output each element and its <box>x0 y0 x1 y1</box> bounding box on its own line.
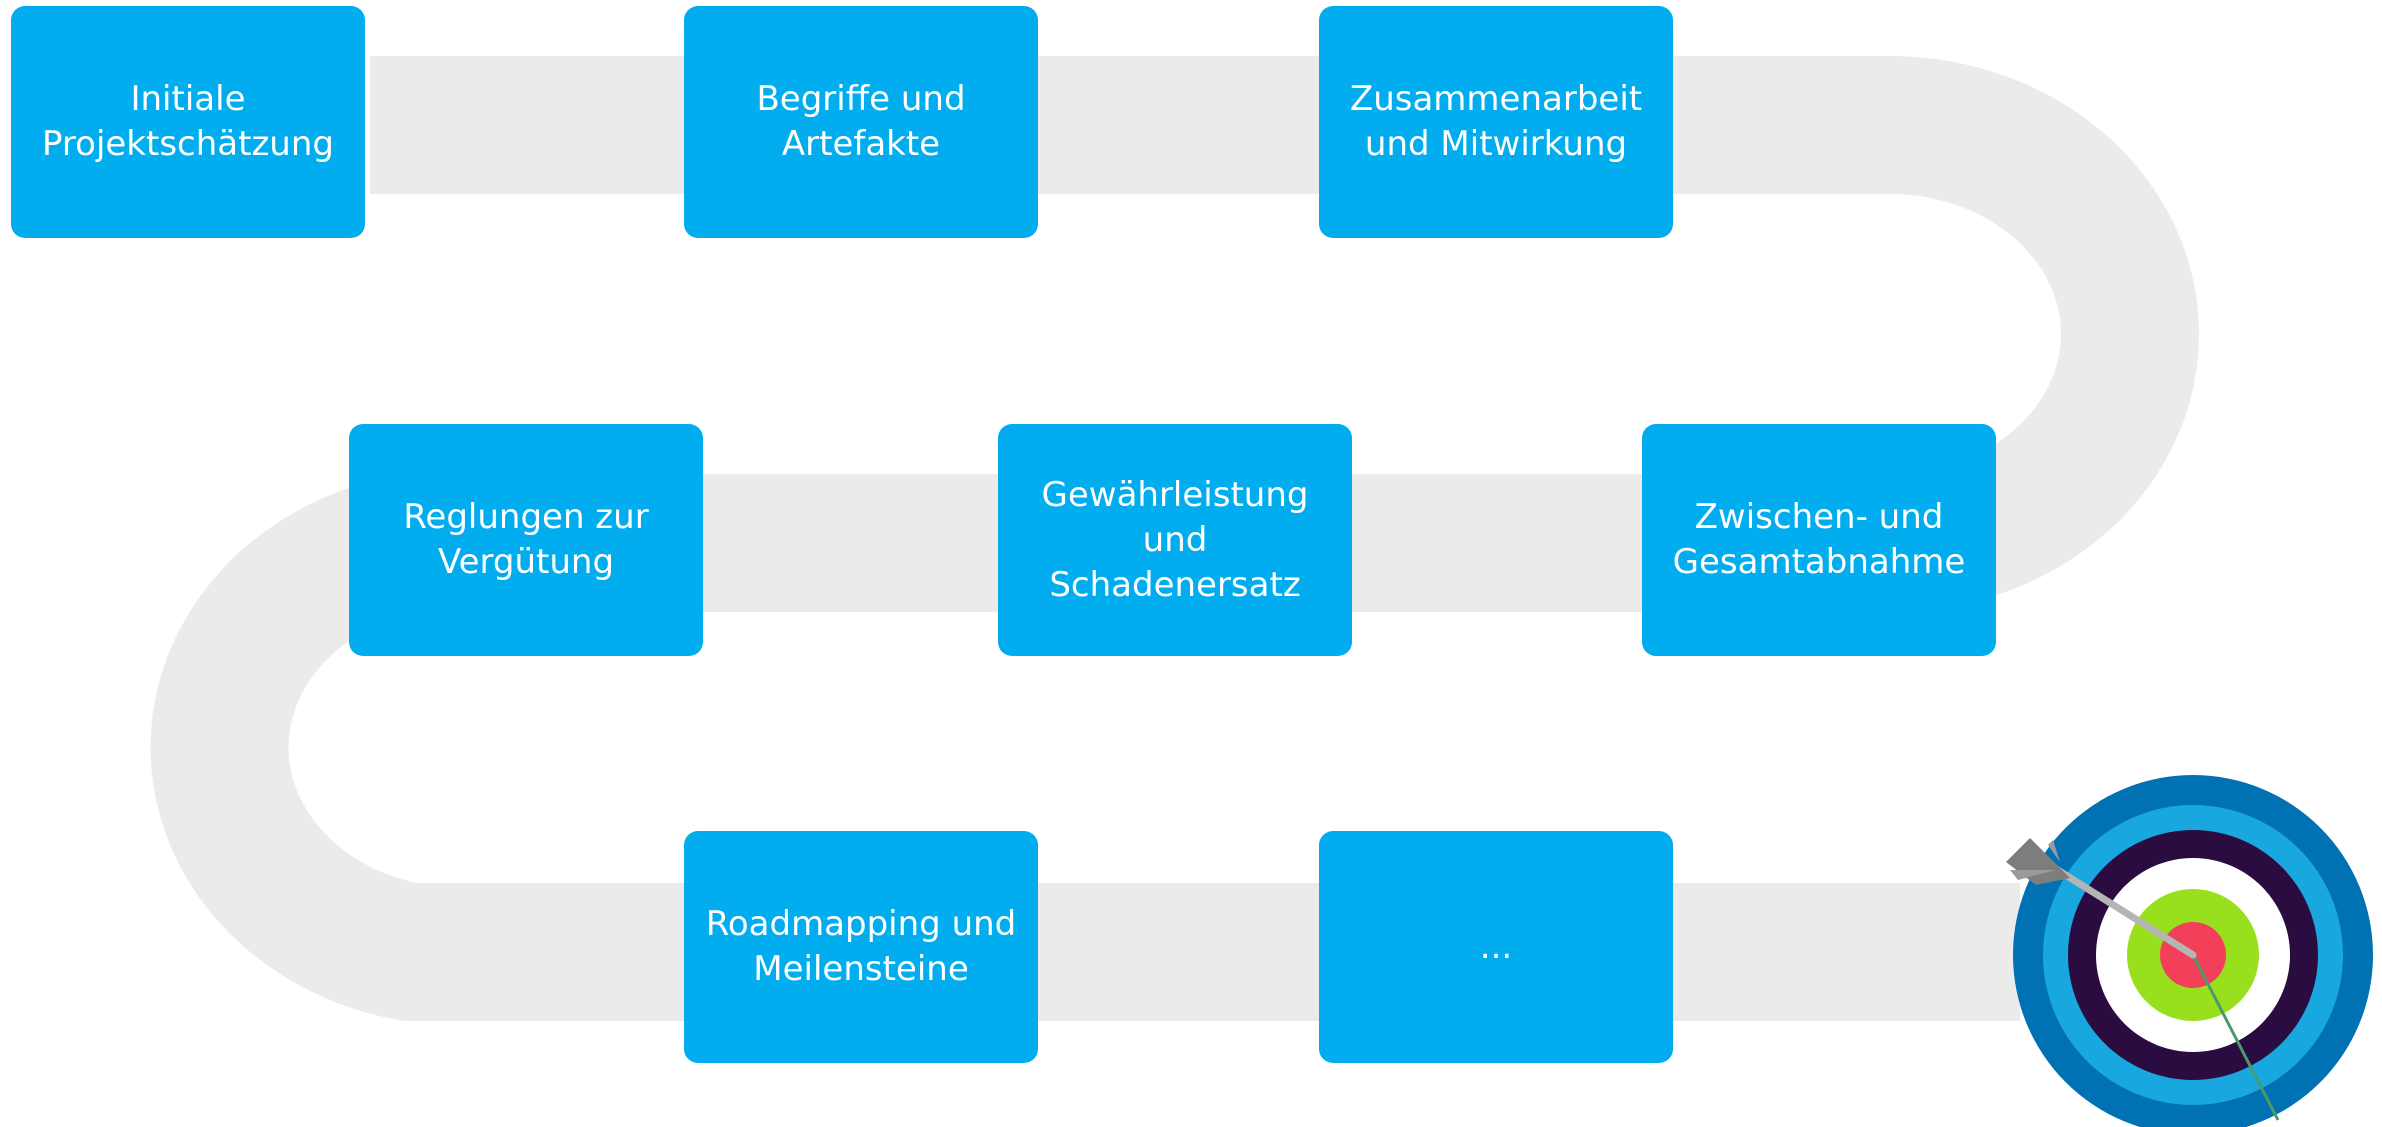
step-box-6: Zwischen- und Gesamtabnahme <box>1642 424 1996 656</box>
step-label-7: Roadmapping und Meilensteine <box>705 904 1017 989</box>
step-label-2: Begriffe und Artefakte <box>756 79 966 164</box>
step-label-8: ... <box>1479 926 1513 967</box>
step-label-6: Zwischen- und Gesamtabnahme <box>1672 497 1966 582</box>
arrow-icon <box>2006 838 2280 1121</box>
step-box-4: Reglungen zur Vergütung <box>349 424 703 656</box>
step-box-7: Roadmapping und Meilensteine <box>684 831 1038 1063</box>
step-box-2: Begriffe und Artefakte <box>684 6 1038 238</box>
step-label-4: Reglungen zur Vergütung <box>403 497 649 582</box>
step-label-1: Initiale Projektschätzung <box>42 79 334 164</box>
step-box-1: Initiale Projektschätzung <box>11 6 365 238</box>
step-box-8: ... <box>1319 831 1673 1063</box>
step-label-5: Gewährleistung und Schadenersatz <box>1041 474 1309 605</box>
step-box-3: Zusammenarbeit und Mitwirkung <box>1319 6 1673 238</box>
step-label-3: Zusammenarbeit und Mitwirkung <box>1349 79 1643 164</box>
step-box-5: Gewährleistung und Schadenersatz <box>998 424 1352 656</box>
